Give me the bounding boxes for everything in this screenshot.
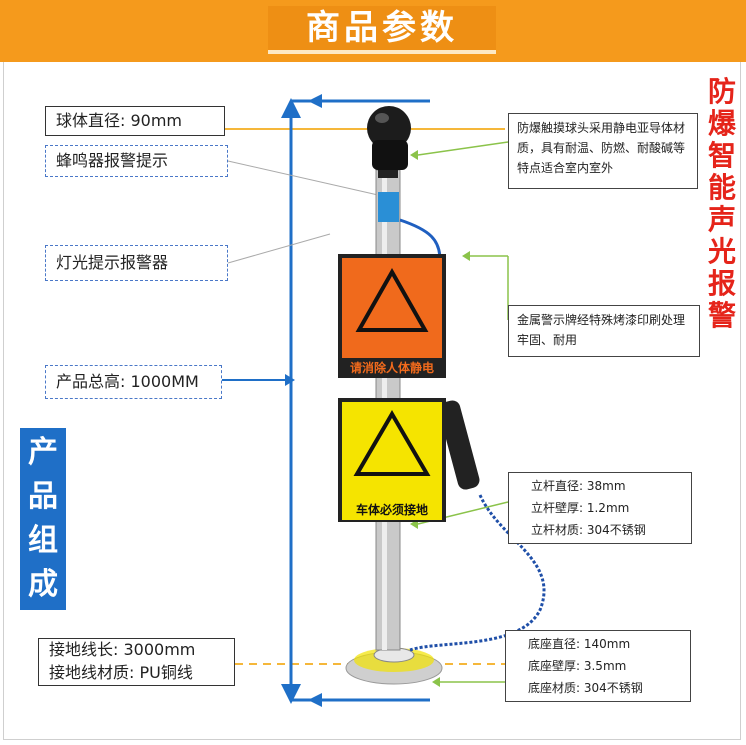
pole-thickness: 立杆壁厚: 1.2mm [531,501,630,515]
header-banner: 商品参数 [0,0,746,62]
pole-diameter: 立杆直径: 38mm [531,479,626,493]
note-base: 底座直径: 140mm 底座壁厚: 3.5mm 底座材质: 304不锈钢 [505,630,691,702]
yellow-sign-text: 车体必须接地 [355,503,428,517]
note-ball: 防爆触摸球头采用静电亚导体材质，具有耐温、防燃、耐酸碱等特点适合室内室外 [508,113,698,189]
side-title-char: 光 [707,235,736,268]
side-title-char: 防 [707,75,736,108]
label-ground-material: 接地线材质: PU铜线 [38,662,235,686]
base-material: 底座材质: 304不锈钢 [528,681,643,695]
page-title: 商品参数 [268,6,496,54]
note-pole: 立杆直径: 38mm 立杆壁厚: 1.2mm 立杆材质: 304不锈钢 [508,472,692,544]
label-ball-diameter: 球体直径: 90mm [45,106,225,136]
label-height: 产品总高: 1000MM [45,365,222,399]
note-sign-text: 金属警示牌经特殊烤漆印刷处理牢固、耐用 [517,313,686,347]
pole-material: 立杆材质: 304不锈钢 [531,523,646,537]
base-thickness: 底座壁厚: 3.5mm [528,659,627,673]
side-title-char: 智 [707,139,736,172]
orange-sign-text: 请消除人体静电 [349,361,434,375]
product-block-char: 产 [28,435,58,470]
side-title-char: 报 [707,267,736,300]
note-ball-text: 防爆触摸球头采用静电亚导体材质，具有耐温、防燃、耐酸碱等特点适合室内室外 [517,121,686,175]
side-title-char: 声 [707,203,736,236]
label-buzzer: 蜂鸣器报警提示 [45,145,228,177]
note-sign: 金属警示牌经特殊烤漆印刷处理牢固、耐用 [508,305,700,357]
product-block-char: 成 [28,567,58,602]
side-title-char: 爆 [707,107,736,140]
label-ground-length: 接地线长: 3000mm [38,638,235,662]
product-block-char: 品 [28,479,58,514]
side-title-char: 警 [707,299,736,332]
label-light: 灯光提示报警器 [45,245,228,281]
side-title: 防 爆 智 能 声 光 报 警 [704,76,740,332]
side-title-char: 能 [707,171,736,204]
base-diameter: 底座直径: 140mm [528,637,631,651]
product-composition-block: 产 品 组 成 [20,428,66,610]
product-block-char: 组 [28,523,58,558]
